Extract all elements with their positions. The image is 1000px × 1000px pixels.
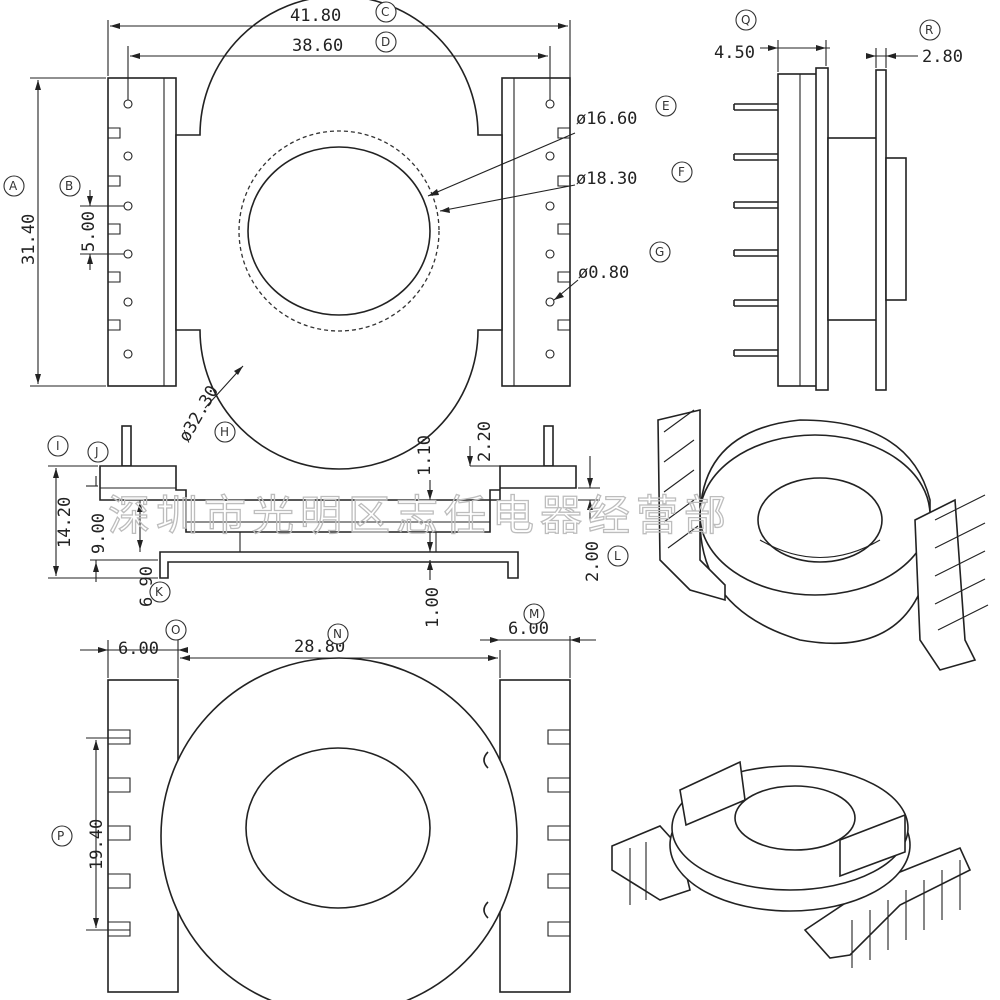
callout-f: F: [671, 161, 693, 183]
front-view: 14.20 9.00 6.90 1.10 2.20 1.00: [48, 421, 603, 628]
dim-o-value: 6.00: [118, 639, 159, 659]
dim-f-value: ø18.30: [576, 169, 637, 189]
dim-j-value: 9.00: [89, 513, 109, 554]
inner-bore: [247, 146, 431, 316]
callout-q: Q: [735, 9, 757, 31]
svg-text:B: B: [65, 179, 73, 193]
dim-u2-value: 2.20: [475, 421, 495, 462]
svg-text:M: M: [529, 607, 539, 621]
callout-l: L: [607, 545, 629, 567]
side-pins: [733, 103, 778, 357]
front-base: [159, 551, 519, 579]
side-view: 4.50 2.80: [714, 40, 963, 391]
svg-text:H: H: [220, 425, 229, 439]
svg-text:N: N: [333, 627, 342, 641]
svg-text:R: R: [925, 23, 933, 37]
callout-k: K: [149, 581, 171, 603]
top-view: 41.80 38.60 31.40 5.00 ø16.60 ø18.30 ø0.…: [19, 0, 637, 470]
bottom-view: 6.00 28.80 6.00 19.40: [80, 619, 596, 1000]
svg-text:Q: Q: [741, 13, 750, 27]
isometric-view-top: [657, 408, 989, 671]
svg-text:I: I: [56, 439, 60, 453]
callout-r: R: [919, 19, 941, 41]
callouts: C D A B E F G H Q R I J K L O N M P: [3, 1, 941, 847]
dim-u3-value: 1.00: [423, 587, 443, 628]
iso1-left-pins: [657, 408, 726, 602]
front-body: [99, 465, 577, 533]
outer-bore-dashed: [238, 130, 440, 332]
right-notches: [557, 127, 570, 331]
iso1-right-pins: [914, 498, 977, 671]
callout-m: M: [523, 603, 545, 625]
side-flange: [875, 69, 887, 391]
callout-n: N: [327, 623, 349, 645]
bottom-notch-bottom: [483, 901, 489, 919]
callout-i: I: [47, 435, 69, 457]
svg-text:D: D: [381, 35, 390, 49]
svg-text:G: G: [655, 245, 664, 259]
dim-r-value: 2.80: [922, 47, 963, 67]
callout-d: D: [375, 31, 397, 53]
callout-p: P: [51, 825, 73, 847]
svg-text:F: F: [678, 165, 685, 179]
dim-g-value: ø0.80: [578, 263, 629, 283]
dim-q-value: 4.50: [714, 43, 755, 63]
svg-text:O: O: [171, 623, 180, 637]
svg-text:J: J: [94, 445, 99, 459]
iso2-bore: [734, 785, 856, 851]
dim-a-value: 31.40: [19, 214, 39, 265]
bottom-notch-top: [483, 751, 489, 769]
bottom-left-notches: [108, 729, 131, 937]
dim-m-value: 6.00: [508, 619, 549, 639]
side-core: [827, 137, 879, 321]
bottom-bore: [245, 747, 431, 909]
bottom-right-notches: [547, 729, 570, 937]
iso1-bore: [757, 477, 883, 563]
isometric-view-bottom: [611, 760, 972, 968]
svg-text:P: P: [57, 829, 64, 843]
dim-c-value: 41.80: [290, 6, 341, 26]
dim-i-value: 14.20: [55, 497, 75, 548]
watermark-text: 深圳市光明区志任电器经营部: [108, 491, 732, 540]
callout-c: C: [375, 1, 397, 23]
dim-b-value: 5.00: [79, 211, 99, 252]
svg-text:A: A: [9, 179, 18, 193]
callout-j: J: [87, 441, 109, 463]
callout-b: B: [59, 175, 81, 197]
callout-e: E: [655, 95, 677, 117]
callout-h: H: [214, 421, 236, 443]
svg-text:L: L: [614, 549, 621, 563]
svg-text:C: C: [381, 5, 389, 19]
dim-u1-value: 1.10: [415, 435, 435, 476]
svg-text:E: E: [662, 99, 670, 113]
left-pin-strip: [107, 77, 177, 387]
callout-o: O: [165, 619, 187, 641]
dim-p-value: 19.40: [87, 819, 107, 870]
callout-g: G: [649, 241, 671, 263]
callout-a: A: [3, 175, 25, 197]
right-pin-strip: [501, 77, 571, 387]
dim-e-value: ø16.60: [576, 109, 637, 129]
dim-d-value: 38.60: [292, 36, 343, 56]
dim-l-value: 2.00: [583, 541, 603, 582]
svg-text:K: K: [155, 585, 164, 599]
left-notches: [108, 127, 121, 331]
